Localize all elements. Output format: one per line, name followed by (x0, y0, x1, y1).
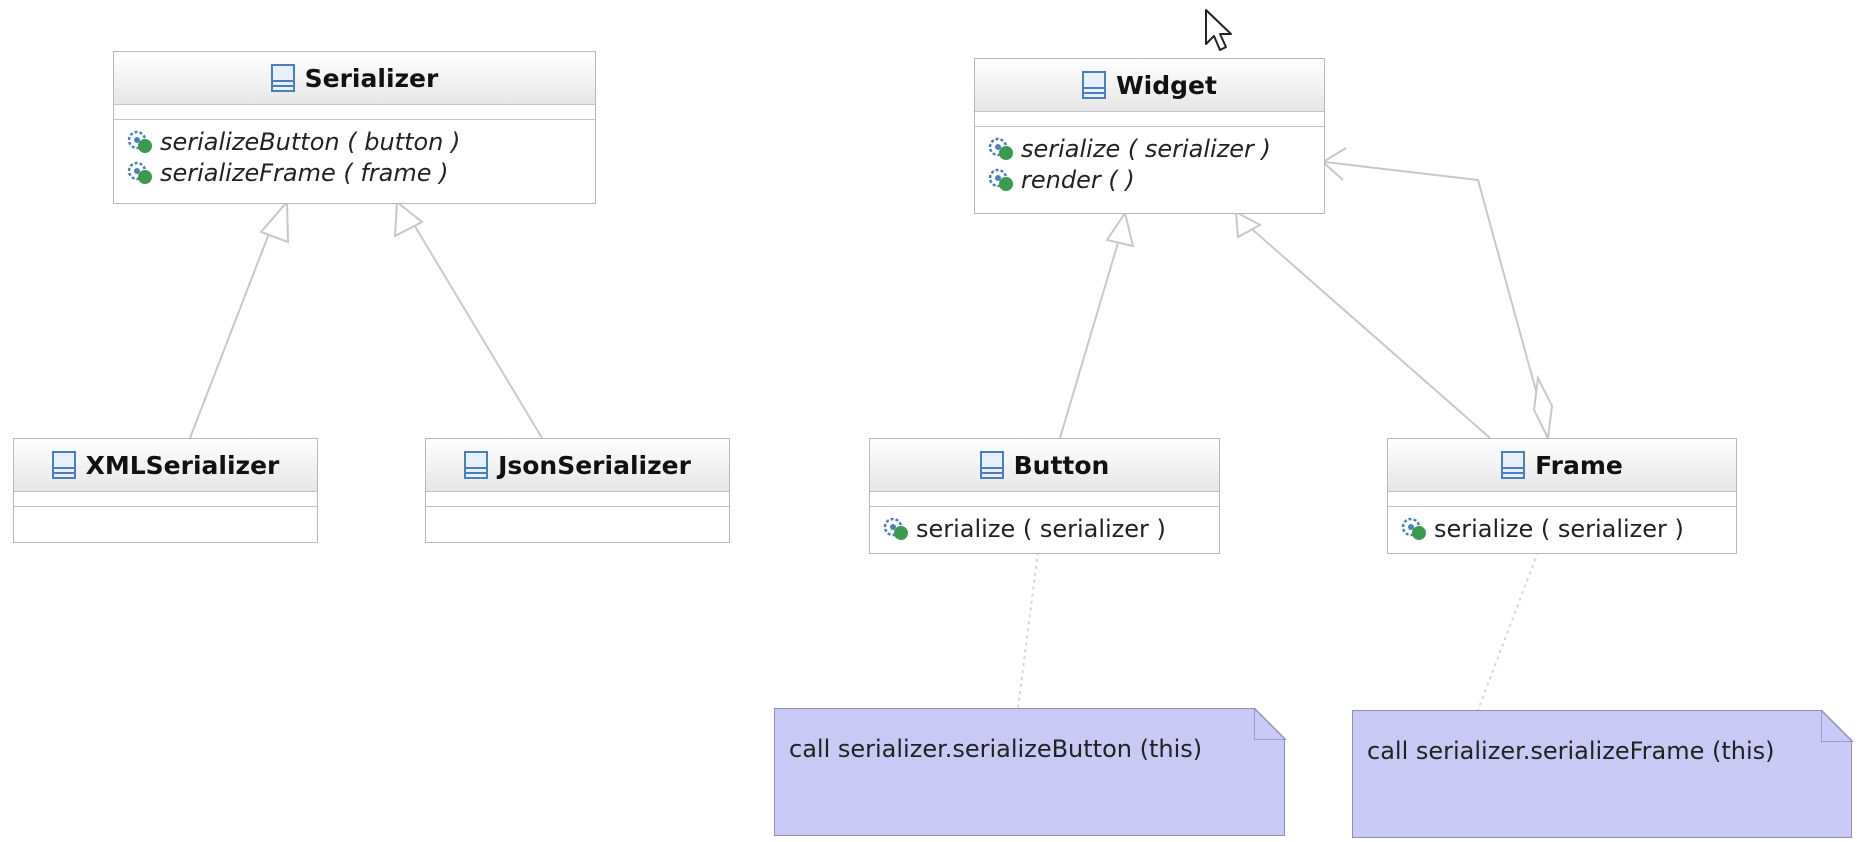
class-header: Button (870, 439, 1219, 492)
class-name: Frame (1535, 450, 1623, 480)
class-icon (51, 451, 76, 479)
generalization-arrowhead (1105, 210, 1135, 248)
note-link-button[interactable] (1017, 551, 1039, 709)
attributes-compartment (114, 105, 595, 120)
class-header: JsonSerializer (426, 439, 729, 492)
class-name: JsonSerializer (498, 450, 691, 480)
frame-note[interactable]: call serializer.serializeFrame (this) (1352, 709, 1853, 838)
operation-signature: serializeFrame ( frame ) (160, 158, 449, 187)
note-text: call serializer.serializeButton (this) (789, 735, 1203, 763)
operation-row[interactable]: render ( ) (987, 164, 1314, 195)
aggregation-frame-to-widget[interactable] (1324, 161, 1539, 399)
class-name: Button (1013, 450, 1110, 480)
class-header: XMLSerializer (14, 439, 317, 492)
operation-row[interactable]: serializeFrame ( frame ) (126, 157, 585, 188)
attributes-compartment (426, 492, 729, 507)
class-header: Serializer (114, 52, 595, 105)
public-operation-icon (127, 130, 152, 153)
class-name: Widget (1116, 70, 1217, 100)
button-note[interactable]: call serializer.serializeButton (this) (774, 707, 1286, 836)
public-operation-icon (1401, 517, 1426, 540)
class-header: Frame (1388, 439, 1736, 492)
note-fold-corner (1820, 709, 1853, 742)
class-icon (464, 451, 489, 479)
generalization-json-to-serializer[interactable] (409, 217, 543, 439)
generalization-frame-to-widget[interactable] (1252, 229, 1491, 439)
generalization-arrowhead (259, 199, 290, 244)
attributes-compartment (870, 492, 1219, 507)
operation-row[interactable]: serialize ( serializer ) (1400, 513, 1726, 544)
json-serializer-class[interactable]: JsonSerializer (425, 438, 730, 543)
note-text: call serializer.serializeFrame (this) (1367, 737, 1775, 765)
operation-signature: serialize ( serializer ) (1434, 514, 1684, 543)
operation-row[interactable]: serialize ( serializer ) (987, 133, 1314, 164)
generalization-button-to-widget[interactable] (1059, 235, 1121, 439)
class-icon (270, 64, 295, 92)
operations-compartment (14, 507, 317, 523)
class-icon (979, 451, 1004, 479)
class-header: Widget (975, 59, 1324, 112)
public-operation-icon (988, 137, 1013, 160)
operations-compartment: serialize ( serializer ) (1388, 507, 1736, 552)
generalization-xml-to-serializer[interactable] (189, 217, 276, 439)
public-operation-icon (988, 168, 1013, 191)
attributes-compartment (14, 492, 317, 507)
operations-compartment: serialize ( serializer ) render ( ) (975, 127, 1324, 203)
operation-signature: render ( ) (1021, 165, 1135, 194)
class-name: XMLSerializer (85, 450, 280, 480)
class-icon (1082, 71, 1107, 99)
class-name: Serializer (304, 63, 439, 93)
operations-compartment: serializeButton ( button ) serializeFram… (114, 120, 595, 196)
public-operation-icon (883, 517, 908, 540)
xml-serializer-class[interactable]: XMLSerializer (13, 438, 318, 543)
operation-signature: serializeButton ( button ) (160, 127, 461, 156)
button-class[interactable]: Button serialize ( serializer ) (869, 438, 1220, 554)
attributes-compartment (1388, 492, 1736, 507)
widget-class[interactable]: Widget serialize ( serializer ) render (… (974, 58, 1325, 214)
operation-signature: serialize ( serializer ) (1021, 134, 1271, 163)
generalization-arrowhead (1234, 210, 1263, 239)
note-link-frame[interactable] (1477, 551, 1539, 711)
operation-signature: serialize ( serializer ) (916, 514, 1166, 543)
operation-row[interactable]: serializeButton ( button ) (126, 126, 585, 157)
class-icon (1501, 451, 1526, 479)
frame-class[interactable]: Frame serialize ( serializer ) (1387, 438, 1737, 554)
public-operation-icon (127, 161, 152, 184)
operation-row[interactable]: serialize ( serializer ) (882, 513, 1209, 544)
operations-compartment (426, 507, 729, 523)
attributes-compartment (975, 112, 1324, 127)
serializer-class[interactable]: Serializer serializeButton ( button ) se… (113, 51, 596, 204)
note-fold-corner (1253, 707, 1286, 740)
aggregation-diamond (1532, 374, 1554, 442)
operations-compartment: serialize ( serializer ) (870, 507, 1219, 552)
generalization-arrowhead (393, 200, 424, 238)
mouse-pointer-icon (1205, 9, 1232, 51)
